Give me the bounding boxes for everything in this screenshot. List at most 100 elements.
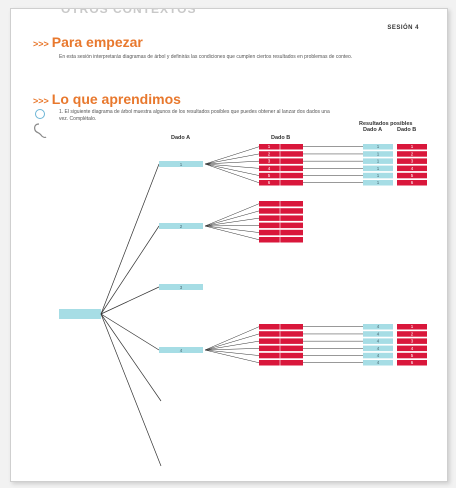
dado-a-node bbox=[159, 347, 203, 353]
dado-b-cell bbox=[259, 352, 303, 359]
result-b-cell bbox=[397, 338, 427, 344]
sub-branch-line bbox=[204, 225, 260, 233]
dado-b-label: 2 bbox=[268, 151, 271, 156]
result-b-cell bbox=[397, 144, 427, 150]
worksheet-page: OTROS CONTEXTOS SESIÓN 4 >>>Para empezar… bbox=[10, 8, 448, 482]
result-b-label: 4 bbox=[411, 166, 414, 171]
sub-branch-line bbox=[204, 349, 260, 363]
dado-b-cell bbox=[259, 144, 303, 150]
result-a-cell bbox=[363, 345, 393, 352]
result-a-cell bbox=[363, 151, 393, 157]
dado-b-cell bbox=[259, 215, 303, 221]
result-b-cell bbox=[397, 324, 427, 330]
dado-b-cell bbox=[259, 158, 303, 164]
result-b-cell bbox=[397, 180, 427, 186]
dado-b-cell bbox=[259, 229, 303, 236]
sub-branch-line bbox=[204, 163, 260, 169]
dado-a-label: 3 bbox=[180, 285, 183, 290]
result-a-label: 4 bbox=[377, 346, 380, 351]
header-result-b: Dado B bbox=[397, 127, 417, 133]
result-a-label: 1 bbox=[377, 166, 380, 171]
heading-para-empezar: >>>Para empezar bbox=[33, 34, 143, 50]
dado-b-label: 4 bbox=[268, 166, 271, 171]
header-dado-b: Dado B bbox=[271, 135, 291, 141]
sub-branch-line bbox=[204, 217, 260, 227]
sub-branch-line bbox=[204, 153, 260, 165]
result-b-cell bbox=[397, 331, 427, 337]
result-a-cell bbox=[363, 158, 393, 164]
sub-branch-line bbox=[204, 225, 260, 240]
result-b-cell bbox=[397, 172, 427, 179]
header-result-a: Dado A bbox=[363, 127, 383, 133]
result-a-cell bbox=[363, 144, 393, 150]
dado-b-cell bbox=[259, 165, 303, 172]
dado-b-cell bbox=[259, 201, 303, 207]
result-a-cell bbox=[363, 165, 393, 172]
dado-b-label: 6 bbox=[268, 180, 271, 185]
session-label: SESIÓN 4 bbox=[387, 25, 419, 31]
branch-line bbox=[100, 313, 160, 351]
intro-paragraph: En esta sesión interpretarás diagramas d… bbox=[59, 54, 353, 60]
question-text: 1. El siguiente diagrama de árbol muestr… bbox=[59, 109, 330, 122]
refresh-icon bbox=[35, 109, 45, 119]
result-a-cell bbox=[363, 360, 393, 366]
result-a-label: 4 bbox=[377, 339, 380, 344]
section-title-cut: OTROS CONTEXTOS bbox=[61, 8, 197, 16]
result-b-cell bbox=[397, 360, 427, 366]
header-resultados: Resultados posibles bbox=[359, 121, 413, 127]
dado-a-node bbox=[159, 223, 203, 229]
heading-lo-que-aprendimos: >>>Lo que aprendimos bbox=[33, 91, 181, 107]
dado-b-cell bbox=[259, 180, 303, 186]
result-a-cell bbox=[363, 180, 393, 186]
mouse-icon bbox=[34, 123, 47, 138]
root-box bbox=[59, 309, 101, 319]
sub-branch-line bbox=[204, 163, 260, 176]
dado-b-label: 1 bbox=[268, 144, 271, 149]
heading-arrows: >>> bbox=[33, 96, 49, 106]
result-a-label: 1 bbox=[377, 173, 380, 178]
sub-branch-line bbox=[204, 333, 260, 351]
result-a-cell bbox=[363, 324, 393, 330]
dado-b-cell bbox=[259, 151, 303, 157]
dado-b-cell bbox=[259, 324, 303, 330]
branch-line bbox=[100, 225, 160, 315]
result-a-label: 4 bbox=[377, 353, 380, 358]
dado-b-cell bbox=[259, 222, 303, 229]
dado-b-cell bbox=[259, 208, 303, 214]
result-b-cell bbox=[397, 165, 427, 172]
branch-line bbox=[100, 163, 160, 315]
result-a-label: 1 bbox=[377, 180, 380, 185]
result-b-cell bbox=[397, 345, 427, 352]
result-a-cell bbox=[363, 172, 393, 179]
sub-branch-line bbox=[204, 349, 260, 356]
result-b-label: 5 bbox=[411, 353, 414, 358]
dado-a-node bbox=[159, 284, 203, 290]
sub-branch-line bbox=[204, 146, 260, 165]
result-b-label: 2 bbox=[411, 151, 414, 156]
result-a-cell bbox=[363, 338, 393, 344]
dado-b-cell bbox=[259, 237, 303, 243]
dado-a-label: 2 bbox=[180, 224, 183, 229]
heading-arrows: >>> bbox=[33, 39, 49, 49]
dado-b-cell bbox=[259, 331, 303, 337]
result-b-label: 1 bbox=[411, 144, 414, 149]
dado-b-cell bbox=[259, 338, 303, 344]
heading-text: Lo que aprendimos bbox=[51, 91, 181, 107]
heading-text: Para empezar bbox=[51, 34, 143, 50]
result-a-label: 4 bbox=[377, 324, 380, 329]
result-b-label: 1 bbox=[411, 324, 414, 329]
dado-a-label: 1 bbox=[180, 162, 183, 167]
result-a-label: 1 bbox=[377, 159, 380, 164]
sub-branch-line bbox=[204, 225, 260, 227]
result-a-label: 4 bbox=[377, 360, 380, 365]
dado-b-label: 3 bbox=[268, 159, 271, 164]
result-a-cell bbox=[363, 331, 393, 337]
result-b-label: 4 bbox=[411, 346, 414, 351]
result-a-label: 1 bbox=[377, 144, 380, 149]
dado-a-node bbox=[159, 161, 203, 167]
dado-b-label: 5 bbox=[268, 173, 271, 178]
sub-branch-line bbox=[204, 163, 260, 183]
result-b-label: 3 bbox=[411, 159, 414, 164]
result-a-label: 1 bbox=[377, 151, 380, 156]
